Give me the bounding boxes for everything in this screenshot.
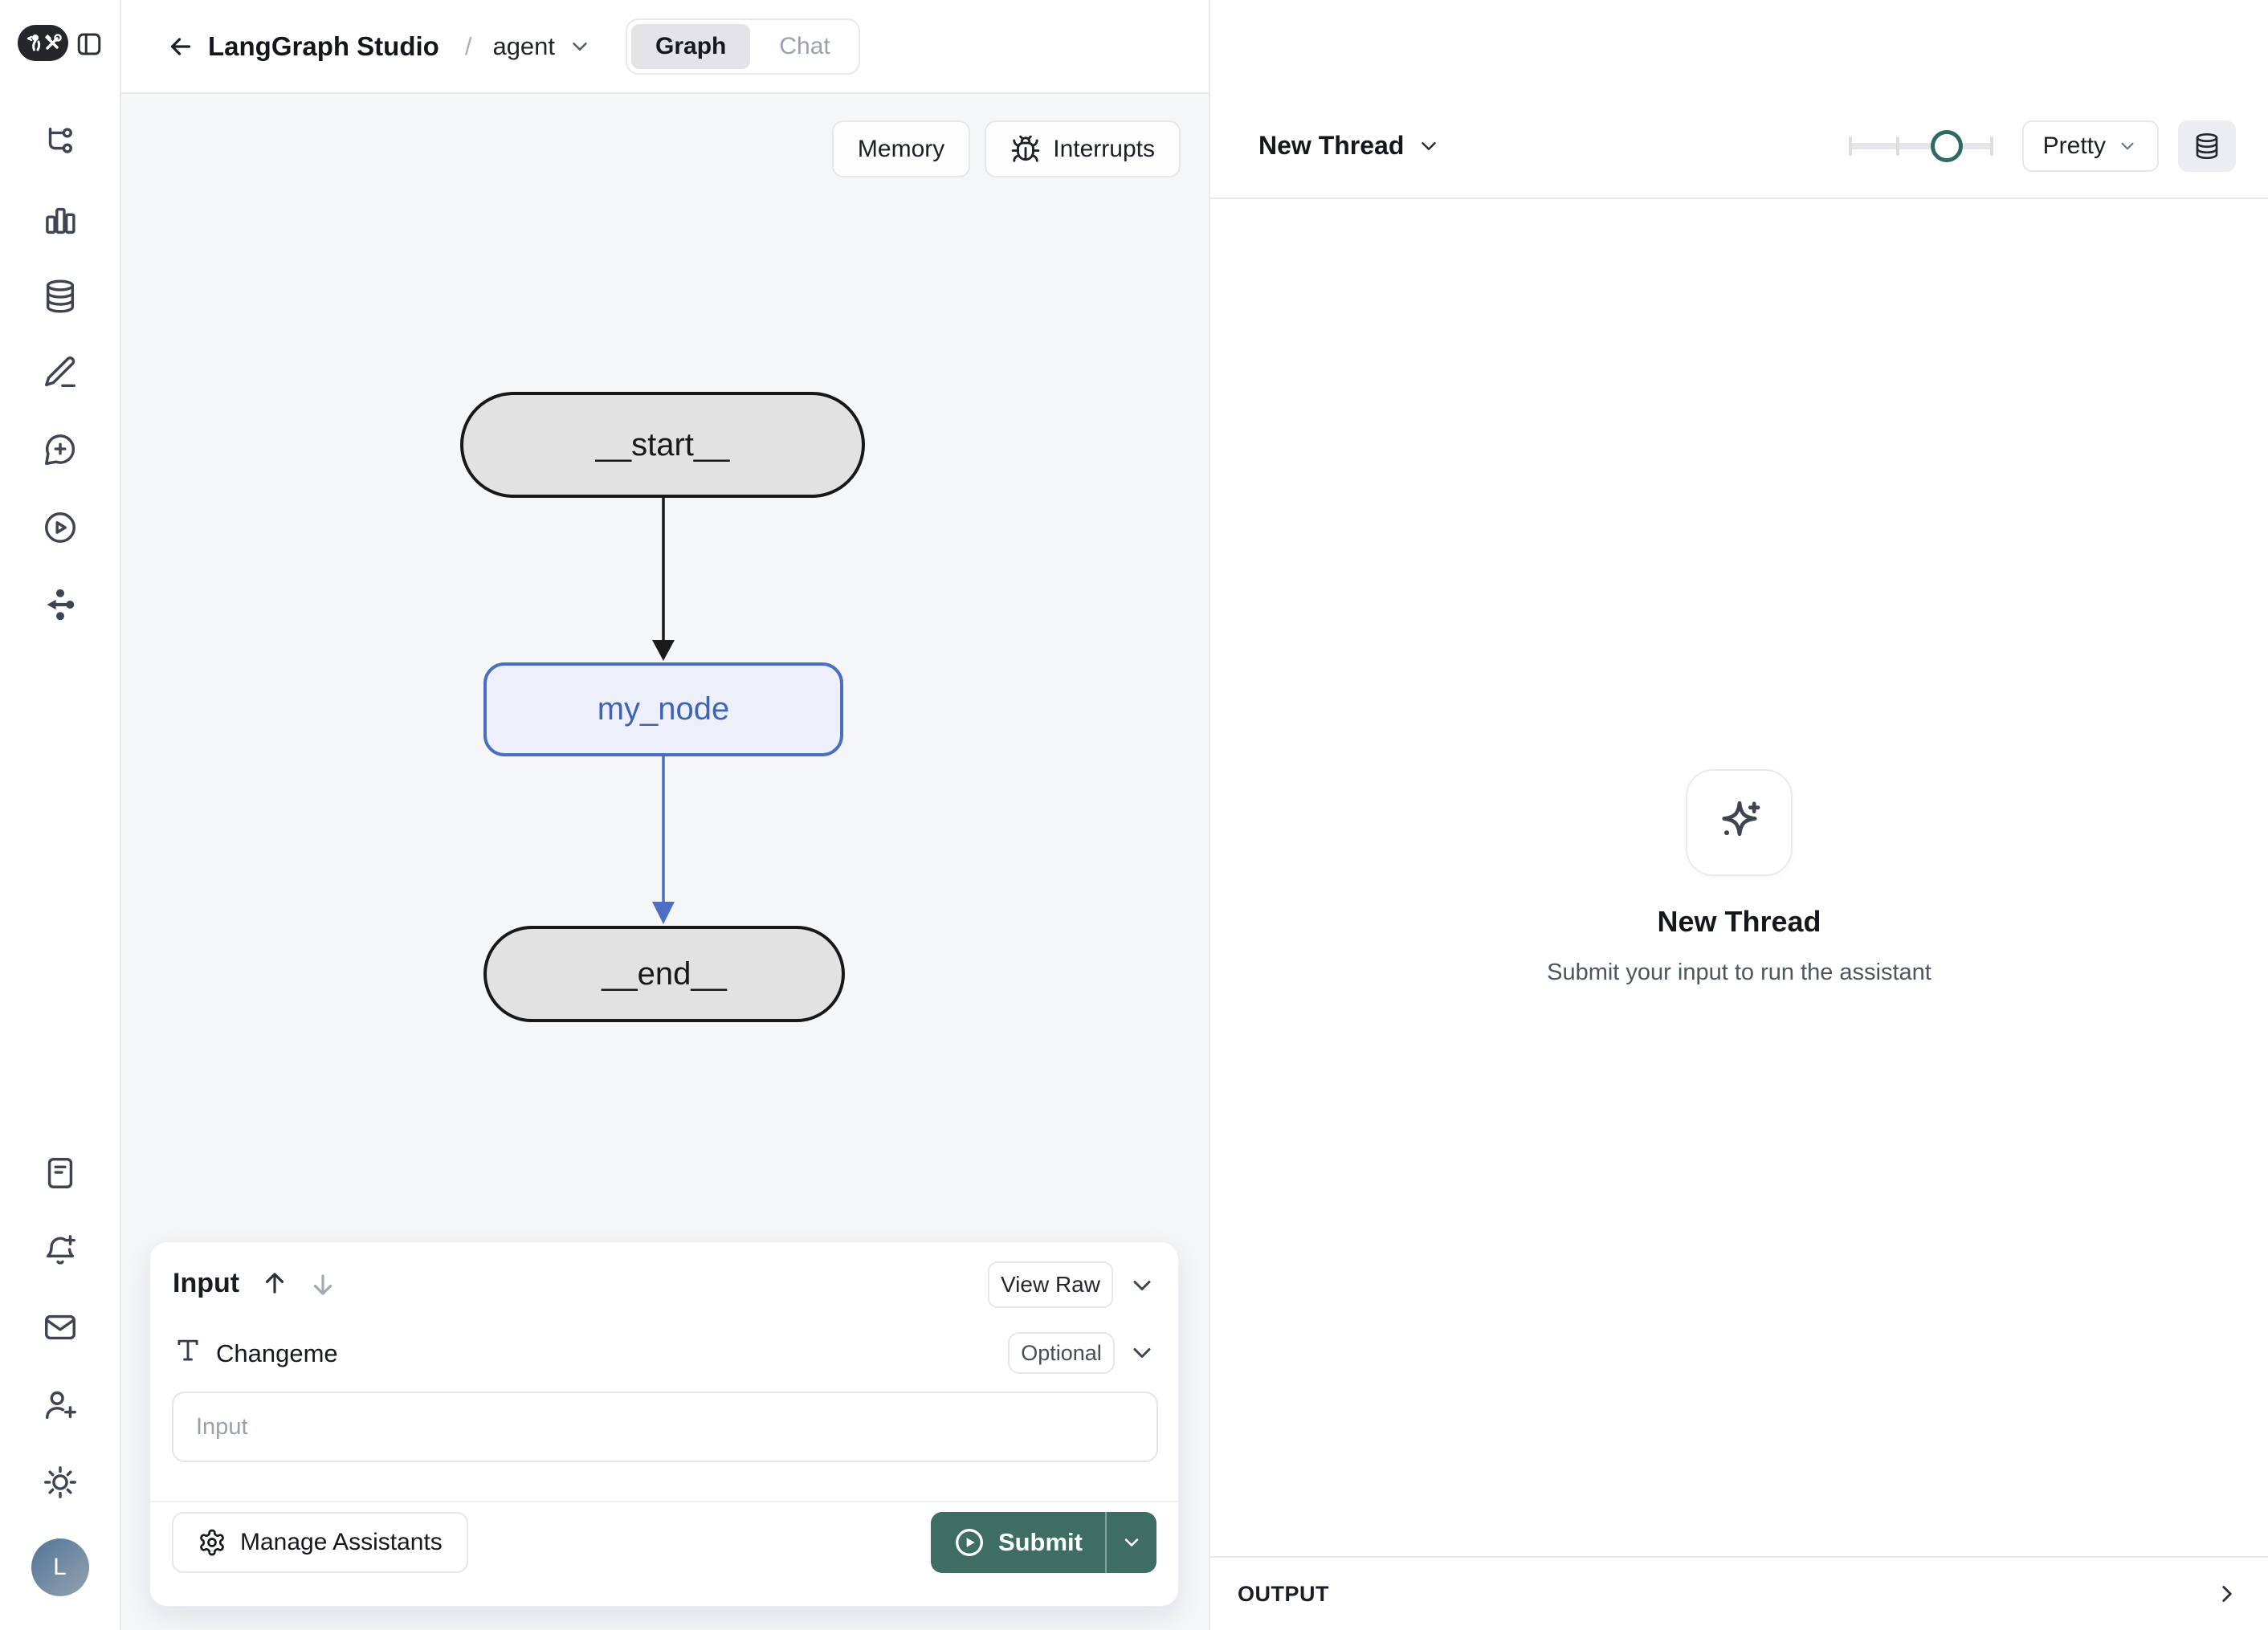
render-mode-dropdown[interactable]: Pretty (2021, 120, 2159, 172)
output-label: OUTPUT (1238, 1581, 1329, 1606)
render-mode-value: Pretty (2042, 132, 2106, 159)
thread-chevron-icon[interactable] (1417, 134, 1441, 158)
state-database-button[interactable] (2178, 120, 2236, 172)
graph-canvas[interactable]: Memory Interrupts __start__ my_node __en… (121, 94, 1209, 1630)
bug-icon (1012, 135, 1040, 162)
arrow-up-icon[interactable] (259, 1268, 290, 1298)
arrow-down-icon[interactable] (308, 1269, 338, 1300)
message-plus-icon[interactable] (38, 427, 83, 472)
gear-icon (200, 1529, 224, 1556)
left-rail: L (0, 0, 121, 1630)
thread-panel: New Thread Pretty (1209, 0, 2268, 1630)
slider-tick (1989, 136, 1993, 156)
notes-icon[interactable] (38, 1151, 83, 1196)
zoom-slider[interactable] (1848, 129, 1993, 162)
langchain-studio-logo (18, 25, 68, 61)
slider-tick (1896, 136, 1900, 156)
optional-badge: Optional (1008, 1332, 1115, 1374)
output-section-toggle[interactable]: OUTPUT (1210, 1556, 2268, 1630)
field-collapse-chevron-icon[interactable] (1128, 1339, 1156, 1367)
submit-split-button: Submit (930, 1512, 1156, 1573)
submit-button[interactable]: Submit (931, 1512, 1105, 1573)
input-panel-title: Input (173, 1268, 240, 1298)
text-type-icon (173, 1335, 203, 1366)
input-collapse-chevron-icon[interactable] (1128, 1271, 1156, 1300)
graph-edges (652, 498, 675, 924)
input-field[interactable] (172, 1392, 1158, 1462)
bell-plus-icon[interactable] (38, 1229, 83, 1273)
sun-icon[interactable] (38, 1460, 83, 1505)
database-icon (2196, 132, 2218, 159)
interrupts-label: Interrupts (1053, 135, 1155, 162)
interrupts-button[interactable]: Interrupts (985, 120, 1181, 177)
memory-button[interactable]: Memory (831, 120, 971, 177)
app-title: LangGraph Studio (208, 31, 439, 61)
edge-arrow-start-to-mynode (652, 640, 675, 661)
avatar[interactable]: L (31, 1538, 89, 1596)
mail-icon[interactable] (38, 1305, 83, 1350)
bar-chart-icon[interactable] (38, 198, 83, 243)
manage-assistants-button[interactable]: Manage Assistants (172, 1512, 468, 1573)
submit-divider (1105, 1512, 1107, 1573)
submit-options-chevron-icon[interactable] (1107, 1512, 1156, 1573)
back-button[interactable] (165, 31, 197, 63)
slider-tick (1848, 136, 1852, 156)
node-end[interactable]: __end__ (483, 926, 845, 1022)
top-bar: LangGraph Studio / agent Graph Chat (121, 0, 1209, 94)
chevron-right-icon[interactable] (2213, 1580, 2241, 1608)
canvas-toolbar: Memory Interrupts (831, 120, 1181, 177)
input-panel-divider (150, 1501, 1178, 1502)
play-circle-icon[interactable] (38, 505, 83, 550)
submit-label: Submit (997, 1528, 1083, 1556)
view-mode-tabs: Graph Chat (626, 18, 860, 75)
manage-assistants-label: Manage Assistants (240, 1529, 443, 1555)
zoom-slider-track[interactable] (1848, 142, 1993, 149)
breadcrumb-separator: / (464, 31, 472, 60)
graph-icon[interactable] (38, 582, 83, 627)
node-my-node[interactable]: my_node (483, 662, 843, 756)
tab-graph[interactable]: Graph (631, 23, 751, 69)
thread-empty-state: New Thread Submit your input to run the … (1210, 769, 2268, 986)
edge-arrow-mynode-to-end (652, 902, 675, 924)
database-icon[interactable] (38, 274, 83, 319)
input-panel: Input View Raw Changeme Optional (149, 1241, 1179, 1607)
sparkles-icon (1721, 801, 1760, 836)
empty-state-subtitle: Submit your input to run the assistant (1547, 960, 1931, 985)
edit-icon[interactable] (38, 350, 83, 395)
thread-title[interactable]: New Thread (1258, 131, 1405, 160)
graph-selector[interactable]: agent (492, 31, 556, 60)
node-start[interactable]: __start__ (460, 392, 865, 498)
tab-chat[interactable]: Chat (779, 32, 830, 59)
view-raw-button[interactable]: View Raw (988, 1261, 1113, 1308)
workflow-icon[interactable] (38, 119, 83, 164)
zoom-slider-knob[interactable] (1931, 129, 1964, 162)
chevron-down-icon[interactable] (568, 35, 592, 59)
empty-state-title: New Thread (1657, 905, 1821, 938)
field-label: Changeme (216, 1339, 338, 1367)
sparkle-card (1686, 769, 1793, 876)
play-circle-icon (955, 1529, 983, 1556)
memory-label: Memory (857, 135, 945, 162)
user-plus-icon[interactable] (38, 1383, 83, 1428)
thread-panel-header: New Thread Pretty (1210, 94, 2268, 199)
sidebar-toggle-icon[interactable] (75, 30, 104, 59)
